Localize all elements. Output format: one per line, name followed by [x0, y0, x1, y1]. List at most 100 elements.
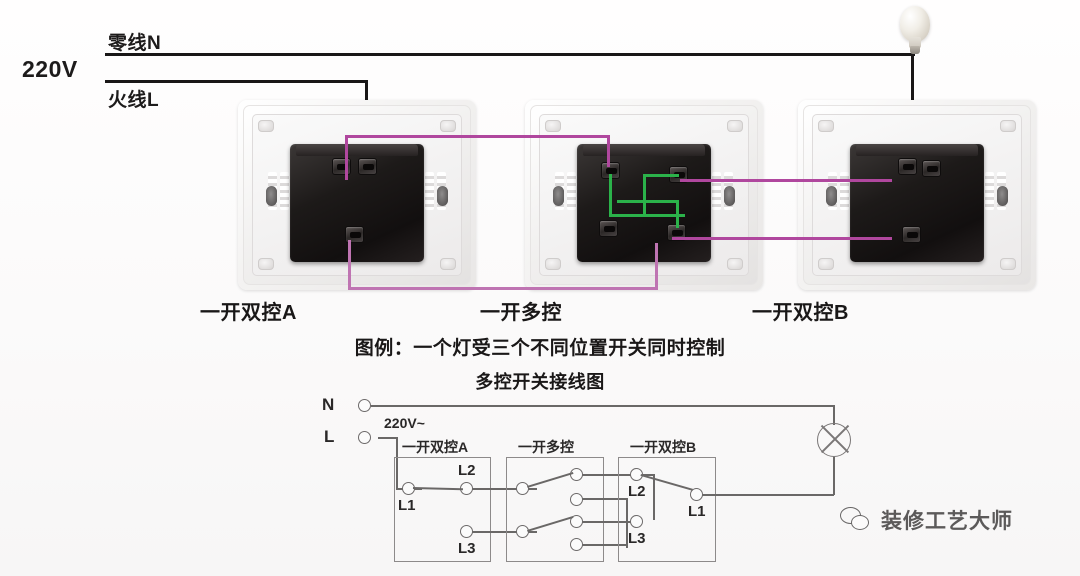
bulb-neck [909, 37, 921, 48]
plate-screw [258, 120, 274, 132]
plate-screw [818, 120, 834, 132]
switch-module-body [577, 144, 711, 262]
switch-module-body [850, 144, 984, 262]
mount-slot [553, 186, 564, 206]
supply-voltage-label: 220V [22, 56, 78, 82]
schematic-node-b-l3 [630, 515, 643, 528]
schematic-lamp-lead-down [833, 457, 835, 495]
internal-crossover-wire [676, 200, 679, 228]
schematic-box-switch-a [394, 457, 491, 562]
vent-slots [985, 172, 994, 210]
internal-crossover-wire [643, 174, 646, 216]
wire-a-to-middle-bottom [655, 243, 658, 290]
vent-slots [425, 172, 434, 210]
vent-slots [567, 172, 576, 210]
figure-legend-caption: 图例：一个灯受三个不同位置开关同时控制 [354, 338, 726, 359]
module-lip [856, 144, 978, 156]
internal-crossover-wire [609, 174, 612, 216]
wire-a-to-middle-top [345, 135, 348, 180]
wechat-icon [840, 507, 870, 533]
terminal-in-bottom [599, 220, 618, 237]
plate-screw [1000, 258, 1016, 270]
plate-screw [258, 258, 274, 270]
figure-title-caption: 多控开关接线图 [475, 372, 605, 392]
schematic-node-mid-in-bottom [516, 525, 529, 538]
switch-caption-b: 一开双控B [752, 302, 849, 324]
schematic-box-a-label: 一开双控A [402, 439, 469, 455]
terminal-l3 [902, 226, 921, 243]
live-wire-horizontal [105, 80, 368, 83]
schematic-label-a-l1: L1 [398, 497, 416, 514]
schematic-label-b-l2: L2 [628, 483, 646, 500]
schematic-a-l3-lead [472, 531, 537, 533]
schematic-voltage-label: 220V~ [384, 415, 425, 431]
schematic-neutral-line [371, 405, 834, 407]
wire-a-to-middle-bottom [348, 240, 351, 290]
schematic-neutral-line-drop [833, 405, 835, 425]
mount-slot [826, 186, 837, 206]
wire-middle-to-b-bottom [672, 237, 892, 240]
terminal-l1 [898, 158, 917, 175]
plate-screw [727, 120, 743, 132]
bulb-base [910, 46, 920, 54]
wechat-bubble-small [851, 515, 869, 530]
schematic-node-l [358, 431, 371, 444]
module-lip [296, 144, 418, 156]
wire-a-to-middle-bottom [348, 287, 658, 290]
mount-slot [997, 186, 1008, 206]
light-bulb-photo [898, 6, 932, 56]
wire-middle-to-b-top [680, 179, 892, 182]
schematic-diagram: N L 220V~ 一开双控A L1 L2 L3 一开多控 [320, 385, 880, 576]
mount-slot [437, 186, 448, 206]
schematic-label-a-l3: L3 [458, 540, 476, 557]
plate-screw [440, 258, 456, 270]
schematic-box-b-label: 一开双控B [630, 439, 697, 455]
internal-crossover-wire [643, 174, 679, 177]
plate-screw [440, 120, 456, 132]
schematic-a-l2-lead [472, 488, 537, 490]
switch-caption-middle: 一开多控 [480, 302, 562, 324]
wire-a-to-middle-top [345, 135, 610, 138]
schematic-mid-out-lead [582, 521, 634, 523]
schematic-mid-out-lead [653, 474, 655, 520]
schematic-mid-jumper [582, 498, 628, 500]
vent-slots [712, 172, 721, 210]
schematic-mid-jumper [582, 544, 628, 546]
schematic-lamp-symbol [817, 423, 851, 457]
schematic-label-b-l1: L1 [688, 503, 706, 520]
schematic-terminal-n-label: N [322, 395, 335, 414]
terminal-l2 [358, 158, 377, 175]
terminal-l2 [922, 160, 941, 177]
schematic-mid-jumper [626, 498, 628, 548]
plate-screw [1000, 120, 1016, 132]
bulb-glass [900, 6, 930, 42]
plate-screw [545, 120, 561, 132]
switch-caption-a: 一开双控A [200, 302, 297, 324]
schematic-box-middle-label: 一开多控 [518, 439, 574, 455]
schematic-b-l1-lead [702, 494, 834, 496]
schematic-node-n [358, 399, 371, 412]
neutral-wire-label: 零线N [108, 33, 162, 54]
plate-screw [818, 258, 834, 270]
plate-screw [545, 258, 561, 270]
schematic-box-switch-middle [506, 457, 604, 562]
schematic-label-b-l3: L3 [628, 530, 646, 547]
terminal-l3 [345, 226, 364, 243]
mount-slot [266, 186, 277, 206]
vent-slots [840, 172, 849, 210]
wire-a-to-middle-top [607, 135, 610, 167]
internal-crossover-wire [609, 214, 685, 217]
module-lip [583, 144, 705, 156]
switch-photo-middle [525, 100, 763, 290]
switch-photo-b [798, 100, 1036, 290]
neutral-wire-horizontal [105, 53, 915, 56]
schematic-live-line [378, 437, 398, 439]
terminal-l1 [332, 158, 351, 175]
internal-crossover-wire [617, 200, 679, 203]
watermark-text: 装修工艺大师 [881, 510, 1013, 533]
schematic-label-a-l2: L2 [458, 462, 476, 479]
schematic-terminal-l-label: L [324, 427, 335, 446]
switch-module-body [290, 144, 424, 262]
mount-slot [724, 186, 735, 206]
